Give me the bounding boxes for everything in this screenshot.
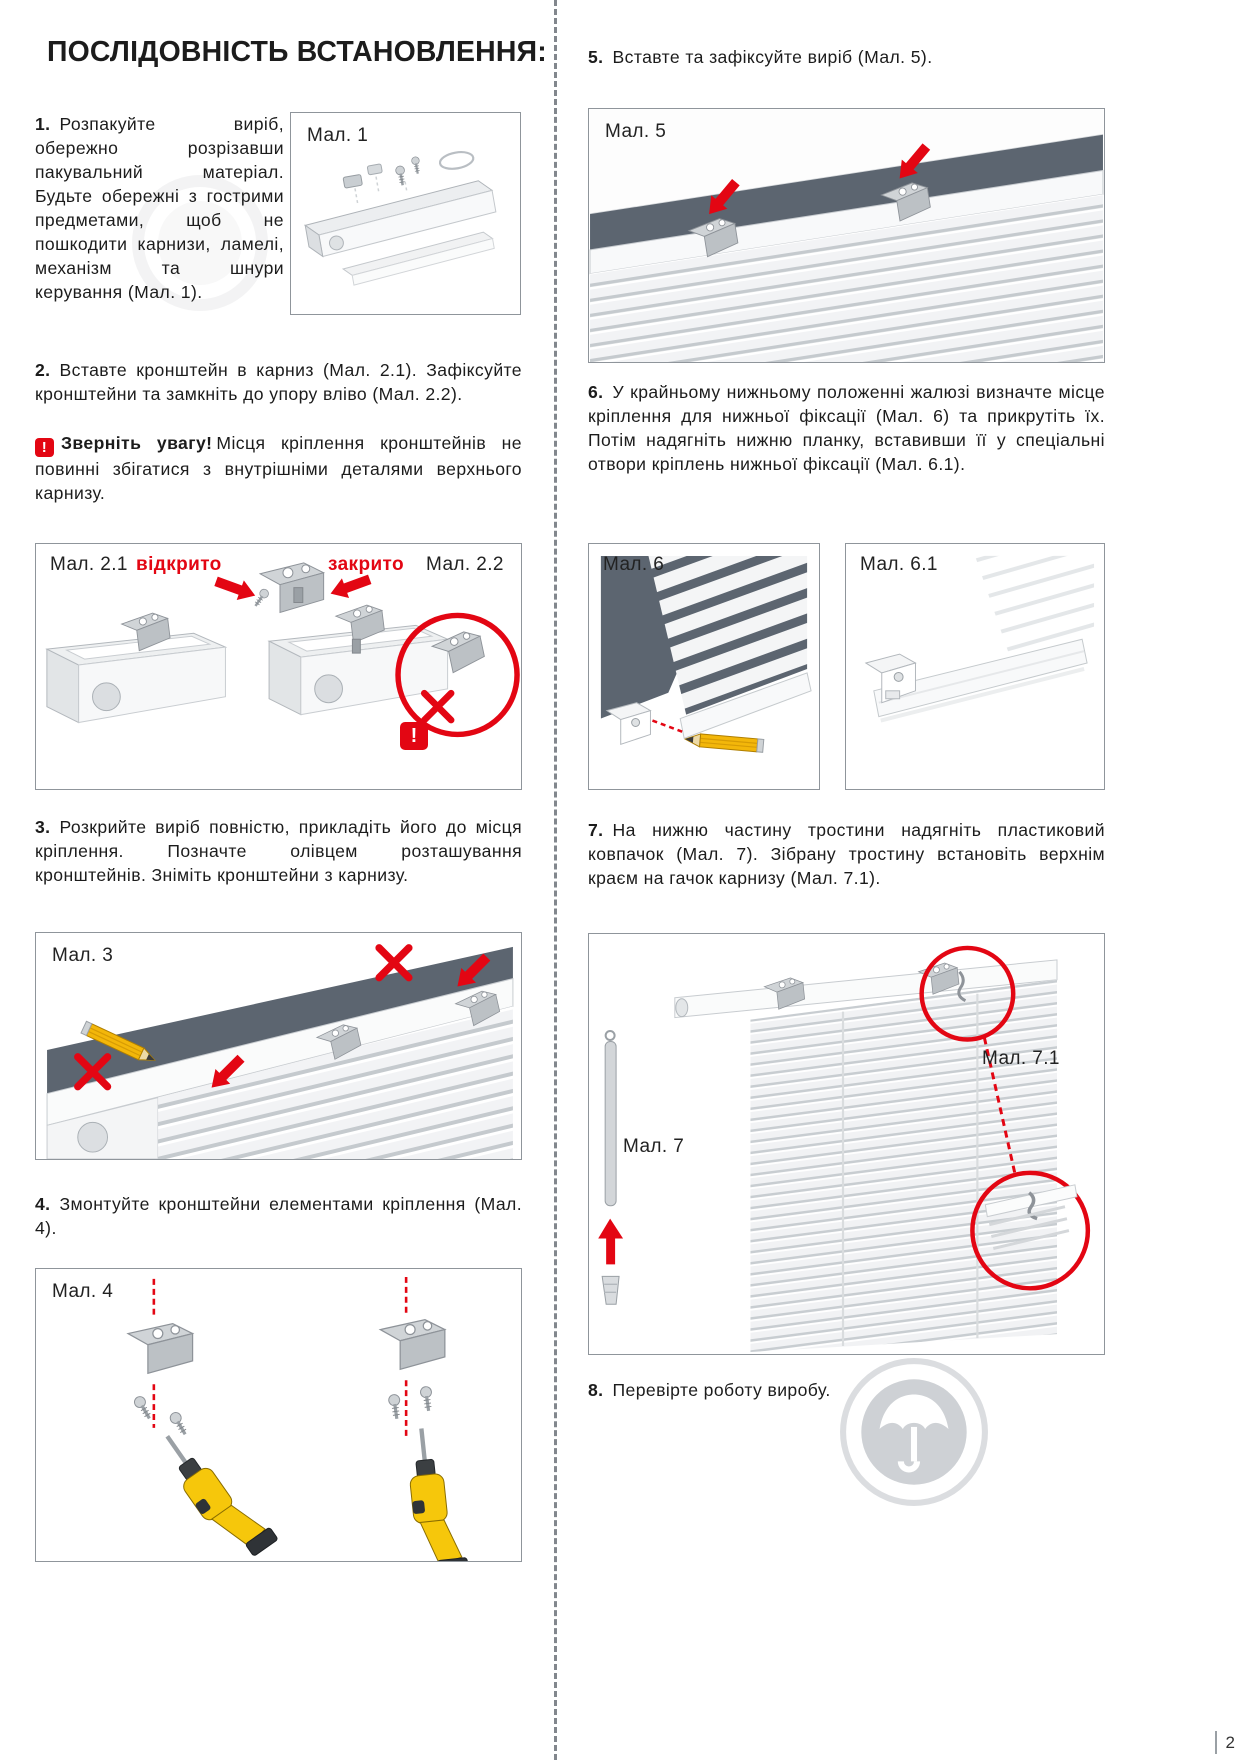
step-7-number: 7. [588,820,604,840]
headrail-locked [267,624,450,716]
drilling-brackets-illustration [127,1276,469,1561]
drill-icon [152,1417,279,1561]
figure-1-label: Мал. 1 [307,125,369,146]
bracket-icon [379,1319,446,1370]
figure-6-label: Мал. 6 [603,554,665,575]
brand-watermark-umbrella-icon [840,1358,988,1506]
pencil-icon [684,732,765,753]
screw-icon [419,1385,435,1413]
step-6: 6.У крайньому нижньому положенні жалюзі … [588,380,1105,476]
warning-text: Місця кріплення кронштейнів не повинні з… [35,433,522,503]
hook-callout-circle [919,945,1016,1042]
marking-positions-illustration [46,933,514,1159]
warning-title: Зверніть увагу! [61,433,213,453]
bracket-insertion-illustration [45,562,520,738]
step-8-text: Перевірте роботу виробу. [612,1380,831,1400]
page-title: ПОСЛІДОВНІСТЬ ВСТАНОВЛЕННЯ: [47,36,547,68]
step-5-number: 5. [588,47,604,67]
page-number-value: 2 [1225,1732,1235,1752]
screw-icon [131,1394,155,1422]
figure-4-label: Мал. 4 [52,1281,114,1302]
step-2-warning: ! Зверніть увагу!Місця кріплення кронштей… [35,431,522,505]
alert-icon: ! [400,722,428,750]
bottom-fixation-clip [864,653,917,704]
bottom-fixation-bracket [605,702,652,746]
figure-2-closed-label: закрито [328,554,405,575]
figure-2: Мал. 2.1 відкрито закрито Мал. 2.2 ! [35,543,522,790]
hook-detail-callout-circle [970,1170,1091,1291]
step-4-text: Змонтуйте кронштейни елементами кріпленн… [35,1194,522,1238]
figure-6: Мал. 6 [588,543,820,790]
figure-7-1-label: Мал. 7.1 [982,1048,1060,1069]
wand-cap-icon [601,1275,620,1305]
control-cord-icon [438,151,475,170]
step-5-text: Вставте та зафіксуйте виріб (Мал. 5). [612,47,933,67]
figure-7: Мал. 7 Мал. 7.1 [588,933,1105,1355]
step-1-text: Розпакуйте виріб, обережно розрізавши па… [35,114,284,302]
step-3-text: Розкрийте виріб повністю, прикладіть йог… [35,817,522,885]
up-arrow-icon [598,1218,624,1265]
figure-3: Мал. 3 [35,932,522,1160]
step-7: 7.На нижню частину тростини надягніть пл… [588,818,1105,890]
mounting-product-illustration [589,109,1104,362]
step-4-number: 4. [35,1194,51,1214]
step-8-number: 8. [588,1380,604,1400]
figure-5: Мал. 5 [588,108,1105,363]
column-divider [554,0,557,1760]
headrail-open [45,632,228,724]
figure-1: Мал. 1 [290,112,521,315]
step-7-text: На нижню частину тростини надягніть плас… [588,820,1105,888]
hook-detail [984,1184,1078,1250]
figure-3-label: Мал. 3 [52,945,114,966]
step-6-text: У крайньому нижньому положенні жалюзі ви… [588,382,1105,474]
page-number: 2 [1215,1731,1235,1754]
step-1: 1.Розпакуйте виріб, обережно розрізавши … [35,112,284,304]
page-number-divider [1215,1731,1217,1754]
screw-icon [167,1410,191,1438]
step-2: 2.Вставте кронштейн в карниз (Мал. 2.1).… [35,358,522,406]
step-8: 8. Перевірте роботу виробу. [588,1378,1008,1402]
step-2-number: 2. [35,360,51,380]
step-3: 3.Розкрийте виріб повністю, прикладіть й… [35,815,522,887]
bottom-rail-clip-illustration [864,555,1095,723]
figure-6-1-label: Мал. 6.1 [860,554,938,575]
step-3-number: 3. [35,817,51,837]
bracket-icon [127,1323,194,1374]
figure-2-2-label: Мал. 2.2 [426,554,504,575]
figure-2-open-label: відкрито [136,554,222,575]
warning-callout-circle [395,612,520,738]
tilt-wand-icon [604,1030,617,1207]
figure-4: Мал. 4 [35,1268,522,1562]
figure-2-1-label: Мал. 2.1 [50,554,128,575]
figure-7-label: Мал. 7 [623,1136,685,1157]
step-4: 4.Змонтуйте кронштейни елементами кріпле… [35,1192,522,1240]
step-1-number: 1. [35,114,51,134]
brand-watermark-icon [132,175,268,311]
wand-hook-illustration [598,945,1091,1353]
step-2-text: Вставте кронштейн в карниз (Мал. 2.1). З… [35,360,522,404]
drill-icon [404,1424,469,1561]
step-5: 5. Вставте та зафіксуйте виріб (Мал. 5). [588,45,1105,69]
warning-icon: ! [35,438,54,457]
bracket-icon [251,562,326,614]
headrail-exploded-illustration [304,151,497,286]
lower-fixation-marking-illustration [600,555,812,753]
figure-6-1: Мал. 6.1 [845,543,1105,790]
step-6-number: 6. [588,382,604,402]
screw-icon [387,1393,403,1421]
figure-5-label: Мал. 5 [605,121,667,142]
